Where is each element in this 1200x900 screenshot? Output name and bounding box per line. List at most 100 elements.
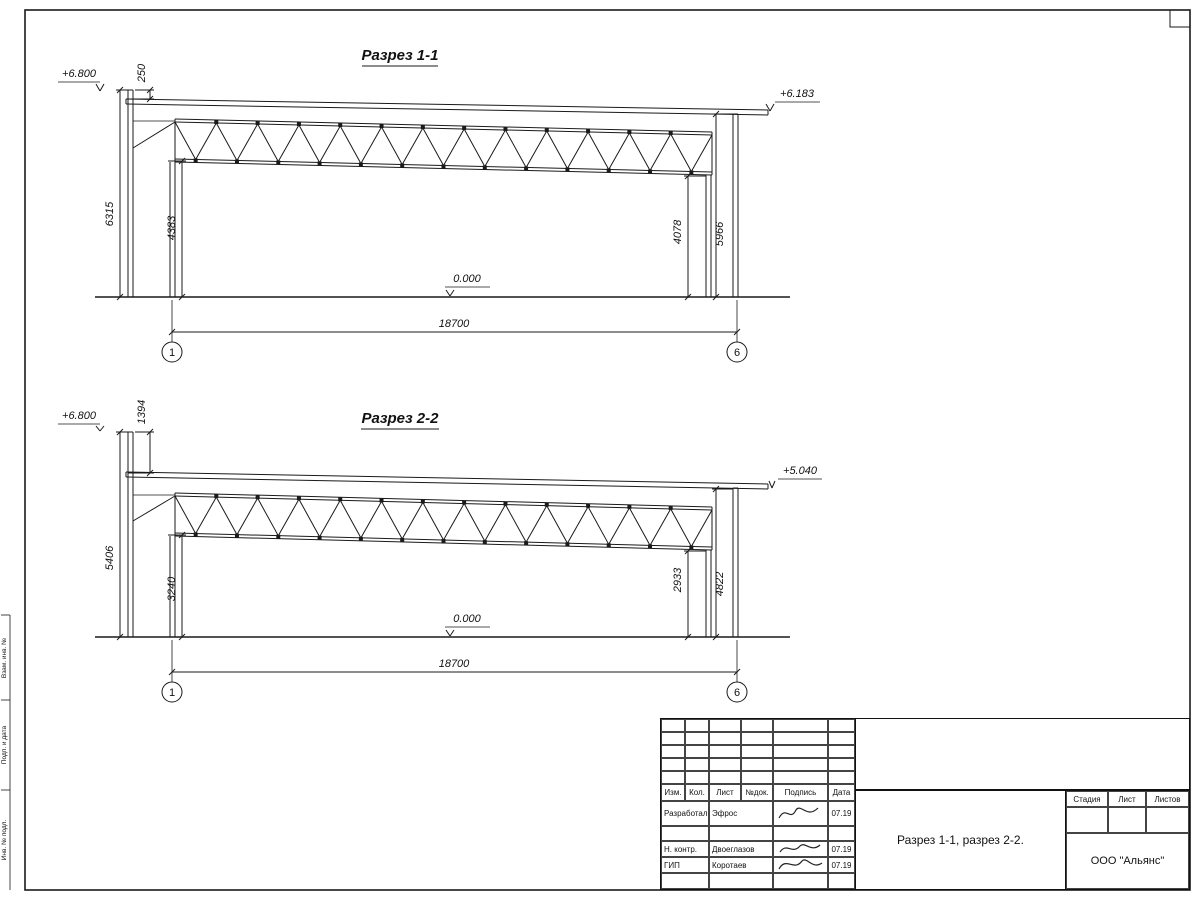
diagonal bbox=[670, 508, 692, 547]
elevation-zero: 0.000 bbox=[445, 613, 490, 637]
dim-tick bbox=[146, 428, 154, 436]
tb-cell bbox=[773, 719, 828, 732]
diagonal bbox=[236, 123, 259, 161]
tb-cell bbox=[773, 771, 828, 784]
svg-text:+5.040: +5.040 bbox=[783, 465, 818, 477]
truss-node bbox=[420, 499, 425, 504]
truss-node bbox=[689, 170, 694, 175]
truss-node bbox=[400, 537, 405, 542]
dim-tick bbox=[146, 86, 154, 94]
tb-cell bbox=[685, 719, 709, 732]
tb-cell bbox=[741, 758, 773, 771]
svg-text:5966: 5966 bbox=[714, 221, 726, 246]
svg-text:0.000: 0.000 bbox=[453, 613, 481, 625]
section-title: Разрез 1-1 bbox=[361, 47, 438, 64]
tb-cell bbox=[741, 745, 773, 758]
axis-bubble-1: 1 bbox=[161, 681, 183, 703]
tb-cell bbox=[773, 758, 828, 771]
tb-header-podpis: Подпись bbox=[773, 784, 828, 801]
left-margin-strip: Взам. инв. № Подп. и дата Инв. № подл. bbox=[1, 614, 11, 890]
tb-cell bbox=[773, 745, 828, 758]
document-title-cell: Разрез 1-1, разрез 2-2. bbox=[855, 790, 1066, 890]
svg-text:1394: 1394 bbox=[136, 400, 148, 424]
truss-node bbox=[276, 160, 281, 165]
truss-node bbox=[668, 131, 673, 135]
dim-tick bbox=[178, 157, 186, 165]
tb-cell bbox=[661, 771, 685, 784]
stage-header: Стадия bbox=[1066, 791, 1108, 807]
signature bbox=[773, 801, 828, 826]
roof-truss bbox=[174, 118, 713, 176]
diagonal bbox=[587, 131, 610, 170]
dim-wall-right: 5966 bbox=[712, 110, 733, 301]
truss-node bbox=[234, 533, 239, 538]
truss-node bbox=[296, 496, 301, 501]
elevation-right: +6.183 bbox=[765, 88, 820, 112]
diagonal bbox=[215, 122, 238, 161]
truss-node bbox=[503, 127, 508, 131]
diagonal bbox=[690, 134, 713, 172]
diagonal bbox=[277, 498, 300, 536]
axis-bubble-6: 6 bbox=[726, 341, 748, 363]
truss-node bbox=[441, 164, 446, 169]
truss-node bbox=[586, 129, 591, 133]
tb-cell bbox=[709, 745, 741, 758]
svg-text:3240: 3240 bbox=[166, 576, 178, 601]
diagonal bbox=[257, 497, 279, 536]
truss-node bbox=[379, 498, 384, 503]
svg-text:+6.800: +6.800 bbox=[62, 410, 97, 422]
roof-truss bbox=[174, 492, 713, 551]
truss-node bbox=[586, 503, 591, 508]
dim-tick bbox=[116, 428, 124, 436]
svg-text:250: 250 bbox=[136, 63, 148, 83]
diagonal bbox=[381, 126, 403, 165]
tb-header-dok: №док. bbox=[741, 784, 773, 801]
svg-text:6315: 6315 bbox=[104, 201, 116, 226]
diagonal bbox=[463, 128, 486, 167]
top-chord bbox=[174, 118, 713, 133]
truss-node bbox=[503, 501, 508, 506]
truss-node bbox=[193, 158, 198, 163]
diagonal bbox=[319, 125, 341, 163]
tb-cell bbox=[828, 771, 855, 784]
truss-node bbox=[317, 535, 322, 540]
truss-node bbox=[648, 544, 653, 549]
tb-date: 07.19 bbox=[828, 857, 855, 873]
svg-text:4078: 4078 bbox=[672, 219, 684, 244]
tb-cell bbox=[773, 732, 828, 745]
diagonal bbox=[649, 133, 672, 171]
dim-tick bbox=[146, 469, 154, 477]
truss-node bbox=[544, 502, 549, 507]
truss-node bbox=[420, 125, 425, 129]
truss-node bbox=[544, 128, 549, 132]
diagonal bbox=[215, 496, 238, 535]
diagonal bbox=[649, 508, 672, 546]
signature bbox=[773, 841, 828, 857]
diagonal bbox=[195, 496, 217, 534]
diagonal bbox=[339, 125, 362, 164]
roof-slab bbox=[125, 471, 769, 485]
svg-text:18700: 18700 bbox=[439, 658, 470, 670]
dim-tick bbox=[712, 633, 720, 641]
sheets-value bbox=[1146, 807, 1189, 833]
diagonal bbox=[339, 500, 362, 539]
truss-node bbox=[358, 162, 363, 167]
section-title: Разрез 2-2 bbox=[361, 410, 439, 427]
tb-cell bbox=[661, 873, 709, 889]
tb-cell bbox=[828, 826, 855, 841]
svg-text:6: 6 bbox=[734, 687, 740, 699]
tb-cell bbox=[661, 745, 685, 758]
tb-cell bbox=[828, 745, 855, 758]
svg-text:6: 6 bbox=[734, 347, 740, 359]
diagonal bbox=[360, 126, 382, 164]
diagonal bbox=[298, 498, 321, 538]
diagonal bbox=[566, 131, 589, 169]
truss-node bbox=[462, 126, 467, 130]
truss-node bbox=[565, 542, 570, 547]
svg-text:+6.183: +6.183 bbox=[780, 88, 815, 100]
tb-role: ГИП bbox=[661, 857, 709, 873]
tb-cell bbox=[685, 732, 709, 745]
tb-cell bbox=[709, 758, 741, 771]
tb-cell bbox=[685, 745, 709, 758]
